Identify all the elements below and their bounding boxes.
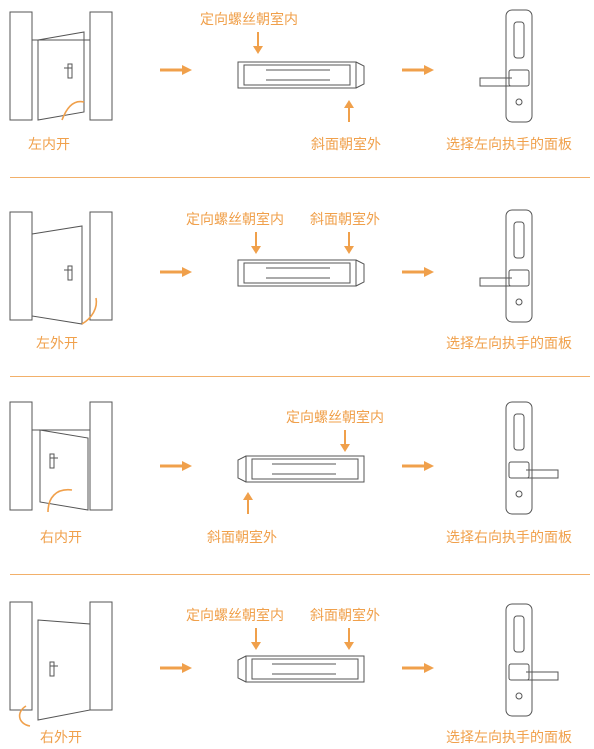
latch-icon: [237, 259, 365, 287]
row-left-inward: 左内开 定向螺丝朝室内 斜面朝室外 选择左向执手的面板: [0, 0, 594, 175]
arrow-down-icon: [344, 628, 354, 650]
top-label-a: 定向螺丝朝室内: [186, 212, 284, 228]
door-right-inward-icon: [9, 401, 113, 513]
arrow-right-icon: [402, 267, 434, 277]
row-left-outward: 左外开 定向螺丝朝室内 斜面朝室外 选择左向执手的面板: [0, 190, 594, 375]
latch-icon: [237, 455, 365, 483]
arrow-down-icon: [344, 232, 354, 254]
arrow-right-icon: [402, 65, 434, 75]
bottom-label: 斜面朝室外: [311, 137, 381, 153]
arrow-down-icon: [340, 430, 350, 452]
arrow-down-icon: [253, 32, 263, 54]
arrow-right-icon: [160, 65, 192, 75]
top-label-b: 斜面朝室外: [310, 212, 380, 228]
arrow-right-icon: [402, 461, 434, 471]
lock-panel-right-handle-icon: [505, 603, 559, 717]
latch-icon: [237, 655, 365, 683]
arrow-right-icon: [402, 663, 434, 673]
arrow-down-icon: [251, 628, 261, 650]
door-left-outward-icon: [9, 211, 113, 325]
door-left-inward-icon: [9, 11, 113, 121]
arrow-right-icon: [160, 663, 192, 673]
top-label-b: 斜面朝室外: [310, 608, 380, 624]
arrow-up-icon: [344, 100, 354, 122]
panel-label: 选择左向执手的面板: [446, 336, 572, 352]
row-separator: [10, 376, 590, 377]
lock-panel-left-handle-icon: [479, 209, 533, 323]
arrow-right-icon: [160, 267, 192, 277]
row-separator: [10, 574, 590, 575]
row-right-inward: 右内开 定向螺丝朝室内 斜面朝室外 选择右向执手的面板: [0, 390, 594, 575]
arrow-right-icon: [160, 461, 192, 471]
lock-panel-right-handle-icon: [505, 401, 559, 515]
door-label: 左外开: [36, 336, 78, 352]
panel-label: 选择右向执手的面板: [446, 530, 572, 546]
door-label: 右外开: [40, 730, 82, 746]
arrow-up-icon: [243, 492, 253, 514]
top-label: 定向螺丝朝室内: [200, 12, 298, 28]
top-label: 定向螺丝朝室内: [286, 410, 384, 426]
bottom-label: 斜面朝室外: [207, 530, 277, 546]
row-right-outward: 右外开 定向螺丝朝室内 斜面朝室外 选择左向执手的面板: [0, 590, 594, 749]
top-label-a: 定向螺丝朝室内: [186, 608, 284, 624]
panel-label: 选择左向执手的面板: [446, 730, 572, 746]
door-label: 右内开: [40, 530, 82, 546]
arrow-down-icon: [251, 232, 261, 254]
door-label: 左内开: [28, 137, 70, 153]
door-right-outward-icon: [9, 601, 113, 727]
latch-icon: [237, 61, 365, 89]
panel-label: 选择左向执手的面板: [446, 137, 572, 153]
lock-panel-left-handle-icon: [479, 9, 533, 123]
row-separator: [10, 177, 590, 178]
